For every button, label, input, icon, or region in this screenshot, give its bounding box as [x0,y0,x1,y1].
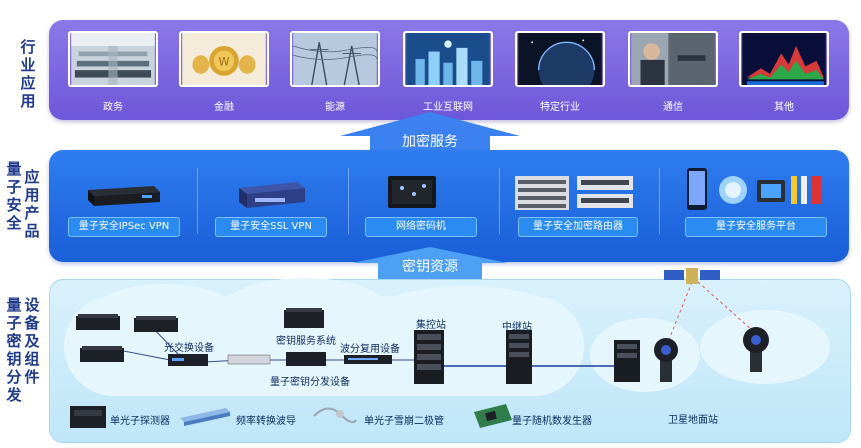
qkd-server-icon [134,316,178,332]
frequency-conversion-waveguide-icon [180,408,230,426]
svg-text:W: W [218,56,229,69]
industry-item-government[interactable]: 政务 [68,31,158,113]
divider [499,168,500,234]
label-optical-switch: 光交换设备 [164,343,214,354]
avalanche-photodiode-icon [313,407,357,423]
network-cipher-machine-icon [388,176,436,208]
phone-call-icon [628,31,718,87]
telescope-icon [654,338,678,382]
product-service-platform[interactable]: 量子安全服务平台 [685,217,827,237]
qkd-device-icon [286,352,326,366]
coins-icon: W [179,31,269,87]
encryption-service-label: 加密服务 [402,134,458,150]
industry-item-industrial-internet[interactable]: 工业互联网 [403,31,493,113]
side-label-industry: 行业应用 [20,38,36,110]
divider [348,168,349,234]
key-resource-arrow [352,247,508,279]
industry-item-finance[interactable]: W 金融 [179,31,269,113]
industry-label: 特定行业 [540,102,580,113]
qkd-server-icon [76,314,120,330]
industry-item-energy[interactable]: 能源 [290,31,380,113]
encrypted-router-icon [515,176,633,210]
satellite-cloud-left [590,318,700,392]
label-satellite-ground-station: 卫星地面站 [668,415,718,426]
divider [197,168,198,234]
side-label-security-2: 应用产品 [24,168,40,240]
qkd-device-icon [227,354,271,365]
label-single-photon-detector: 单光子探测器 [110,416,170,427]
key-service-system-icon [284,308,324,328]
industry-label: 其他 [774,102,794,113]
relay-station-rack-icon [506,330,532,384]
qkd-server-icon [80,346,124,362]
label-qkd-device: 量子密钥分发设备 [270,377,350,388]
industry-label: 通信 [663,102,683,113]
industry-label: 金融 [214,102,234,113]
planet-icon [515,31,605,98]
industry-label: 工业互联网 [423,102,473,113]
control-station-rack-icon [414,330,444,384]
side-label-devices-1: 量子密钥分发 [6,296,22,404]
product-encrypted-router[interactable]: 量子安全加密路由器 [518,217,638,237]
satellite-icon [664,268,720,284]
service-platform-icon [687,168,821,210]
wdm-device-icon [344,355,392,364]
key-resource-label: 密钥资源 [402,259,458,275]
single-photon-detector-icon [70,406,106,428]
office-icon [68,31,158,87]
product-ssl-vpn[interactable]: 量子安全SSL VPN [215,217,327,237]
ground-station-rack-icon [614,340,640,382]
ssl-vpn-device-icon [239,182,305,208]
data-terrain-icon [739,31,829,87]
label-frequency-conversion-waveguide: 频率转换波导 [236,416,296,427]
industry-item-other[interactable]: 其他 [739,31,829,113]
encryption-service-arrow [340,112,520,154]
industry-label: 能源 [325,102,345,113]
label-key-service-system: 密钥服务系统 [276,336,336,347]
side-label-security-1: 量子安全 [6,160,22,232]
power-tower-icon [290,31,380,87]
industry-item-special[interactable]: 特定行业 [515,31,605,113]
label-control-station: 集控站 [416,320,446,331]
label-quantum-random-number-generator: 量子随机数发生器 [512,416,592,427]
divider [659,168,660,234]
label-single-photon-avalanche-diode: 单光子雪崩二极管 [364,416,444,427]
product-ipsec-vpn[interactable]: 量子安全IPSec VPN [68,217,180,237]
industry-item-telecom[interactable]: 通信 [628,31,718,113]
ipsec-vpn-device-icon [88,186,160,206]
security-products-panel [49,150,849,262]
industry-label: 政务 [103,102,123,113]
telescope-icon [743,327,769,372]
label-wdm-device: 波分复用设备 [340,344,400,355]
product-network-cipher-machine[interactable]: 网络密码机 [365,217,477,237]
industrial-internet-icon [403,31,493,87]
side-label-devices-2: 设备及组件 [24,296,40,386]
label-relay-station: 中继站 [502,322,532,333]
random-number-generator-icon [474,404,512,428]
optical-switch-icon [168,354,208,366]
